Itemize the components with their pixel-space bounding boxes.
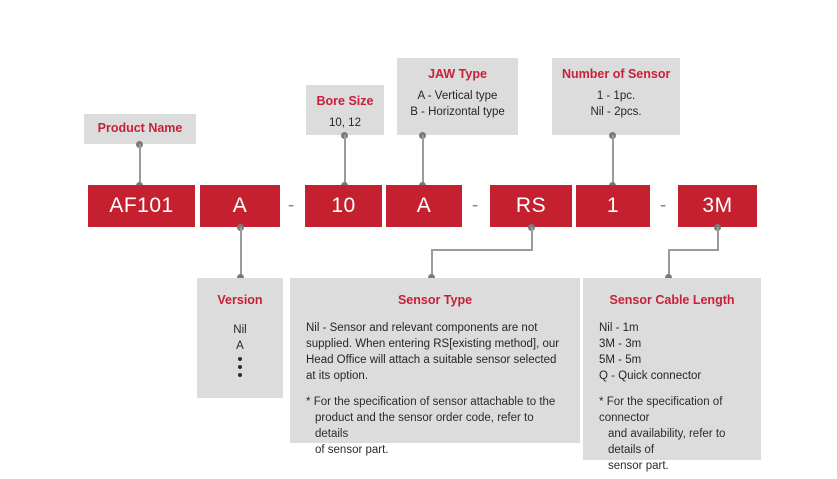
callout-version: Version Nil A [197, 278, 283, 398]
connector-line-number-of-sensor [612, 135, 614, 186]
callout-sensor-type-title: Sensor Type [397, 293, 473, 307]
code-segment-version[interactable]: A [200, 185, 280, 227]
callout-cable-note-line1: For the specification of connector [599, 396, 723, 424]
callout-sensor-cable-length-note: * For the specification of connector and… [599, 394, 745, 474]
callout-bore-size-title: Bore Size [316, 94, 374, 108]
code-segment-bore-size[interactable]: 10 [305, 185, 382, 227]
callout-sensor-type: Sensor Type Nil - Sensor and relevant co… [290, 278, 580, 456]
callout-cable-note-line3: sensor part. [608, 460, 669, 472]
callout-number-of-sensor: Number of Sensor 1 - 1pc. Nil - 2pcs. [552, 58, 680, 135]
callout-bore-size: Bore Size 10, 12 [306, 85, 384, 135]
code-segment-jaw-type[interactable]: A [386, 185, 462, 227]
connector-line-sensor-type-seg1 [531, 227, 533, 250]
code-segment-cable-length[interactable]: 3M [678, 185, 757, 227]
connector-dot-version-bottom [237, 274, 244, 281]
connector-line-cable-length-seg1 [717, 227, 719, 250]
connector-line-version [240, 227, 242, 277]
callout-sensor-type-note-line2: product and the sensor order code, refer… [315, 412, 534, 440]
code-segment-sensor-type[interactable]: RS [490, 185, 572, 227]
connector-line-cable-length-seg2 [668, 249, 719, 251]
connector-line-product-name [139, 144, 141, 186]
callout-version-option-nil: Nil [233, 324, 247, 336]
callout-cable-option-q: Q - Quick connector [599, 370, 702, 382]
callout-product-name: Product Name [84, 114, 196, 144]
callout-sensor-cable-length-title: Sensor Cable Length [609, 293, 735, 307]
callout-sensor-type-note-line1: For the specification of sensor attachab… [313, 396, 556, 408]
callout-bore-size-value: 10, 12 [329, 117, 361, 129]
callout-cable-option-3m: 3M - 3m [599, 338, 642, 350]
code-dash-2: - [471, 195, 479, 216]
connector-line-sensor-type-seg3 [431, 249, 433, 277]
callout-jaw-type-option-a: A - Vertical type [417, 90, 498, 102]
callout-sensor-type-note: * For the specification of sensor attach… [306, 394, 564, 458]
callout-version-option-a: A [236, 340, 244, 352]
callout-sensor-type-paragraph: Nil - Sensor and relevant components are… [306, 322, 560, 382]
code-dash-1: - [287, 195, 295, 216]
callout-number-of-sensor-option-1: 1 - 1pc. [596, 90, 636, 102]
connector-line-jaw-type [422, 135, 424, 186]
callout-jaw-type: JAW Type A - Vertical type B - Horizonta… [397, 58, 518, 135]
connector-line-sensor-type-seg2 [431, 249, 533, 251]
callout-sensor-type-note-line3: of sensor part. [315, 444, 389, 456]
callout-version-title: Version [217, 293, 263, 307]
vertical-ellipsis-icon [238, 357, 242, 377]
code-segment-sensor-count[interactable]: 1 [576, 185, 650, 227]
callout-cable-note-line2: and availability, refer to details of [608, 428, 726, 456]
callout-jaw-type-option-b: B - Horizontal type [410, 106, 505, 118]
callout-sensor-type-note-star: * [306, 396, 311, 408]
connector-dot-cable-length-bottom [665, 274, 672, 281]
connector-line-cable-length-seg3 [668, 249, 670, 277]
callout-number-of-sensor-option-nil: Nil - 2pcs. [590, 106, 642, 118]
callout-cable-note-star: * [599, 396, 604, 408]
callout-product-name-title: Product Name [97, 121, 183, 135]
callout-number-of-sensor-title: Number of Sensor [562, 67, 671, 81]
connector-dot-sensor-type-bottom [428, 274, 435, 281]
callout-jaw-type-title: JAW Type [428, 67, 487, 81]
code-segment-product-name[interactable]: AF101 [88, 185, 195, 227]
callout-sensor-cable-length: Sensor Cable Length Nil - 1m 3M - 3m 5M … [583, 278, 761, 472]
connector-line-bore-size [344, 135, 346, 186]
callout-cable-option-5m: 5M - 5m [599, 354, 642, 366]
code-dash-3: - [659, 195, 667, 216]
callout-cable-option-nil: Nil - 1m [599, 322, 639, 334]
